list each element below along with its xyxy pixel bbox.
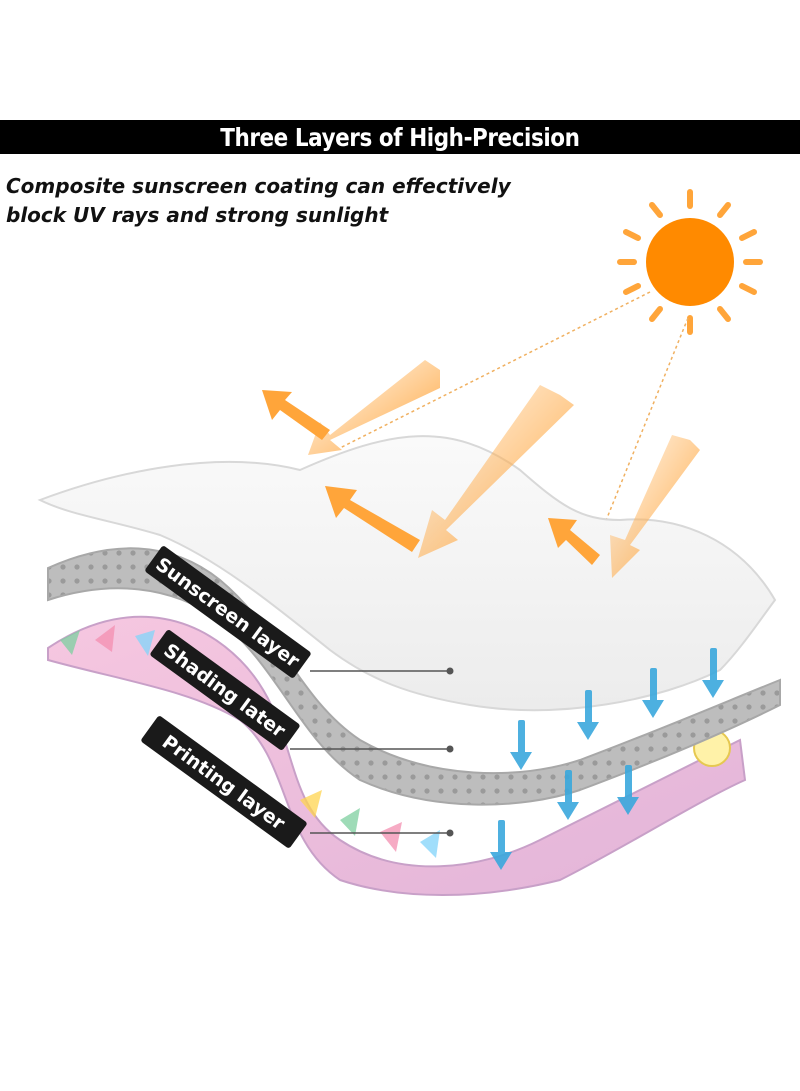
caption-line-2: block UV rays and strong sunlight <box>6 203 389 227</box>
sunscreen-layer <box>37 435 777 712</box>
callout-dots <box>446 667 454 837</box>
title-bar: Three Layers of High-Precision <box>0 120 800 154</box>
caption: Composite sunscreen coating can effectiv… <box>6 172 606 230</box>
reflected-arrows <box>262 390 600 565</box>
page-title: Three Layers of High-Precision <box>220 122 580 152</box>
sun-icon <box>617 189 763 335</box>
caption-line-1: Composite sunscreen coating can effectiv… <box>6 174 511 198</box>
reflection-arrow-icon <box>308 360 700 578</box>
callout-lines <box>290 670 450 834</box>
uv-down-arrow-icon <box>490 648 724 870</box>
